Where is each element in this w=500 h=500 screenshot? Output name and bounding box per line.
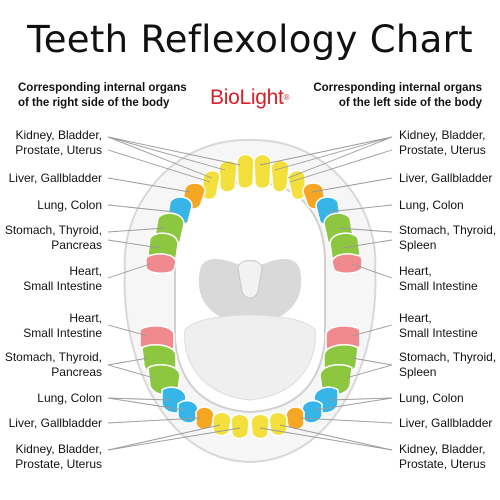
lower-teeth	[139, 325, 361, 440]
upper-teeth	[145, 153, 363, 274]
label-line: Kidney, Bladder,	[15, 128, 102, 142]
tooth-upper-incisor-r1	[236, 153, 255, 190]
label-line: Heart,	[69, 264, 102, 278]
label-line: Small Intestine	[399, 326, 478, 340]
label-line: Kidney, Bladder,	[399, 128, 486, 142]
header-right-side-line1: Corresponding internal organs	[18, 82, 187, 94]
label-line: Stomach, Thyroid,	[4, 223, 102, 237]
label-line: Prostate, Uterus	[399, 457, 486, 471]
tooth-lower-canine-r	[195, 406, 215, 431]
leader-lines	[107, 136, 393, 451]
label-right-upper-heart: Heart, Small Intestine	[23, 264, 102, 294]
label-line: Stomach, Thyroid,	[4, 350, 102, 364]
label-left-lower-liver: Liver, Gallbladder	[399, 416, 492, 431]
header-right-side: Corresponding internal organs of the rig…	[18, 81, 187, 111]
label-right-upper-stomach: Stomach, Thyroid, Pancreas	[5, 223, 102, 253]
label-left-lower-heart: Heart, Small Intestine	[399, 311, 478, 341]
label-left-upper-stomach: Stomach, Thyroid, Spleen	[399, 223, 496, 253]
tooth-lower-incisor-r1	[230, 413, 250, 440]
label-left-lower-kidney: Kidney, Bladder, Prostate, Uterus	[399, 442, 486, 472]
label-line: Small Intestine	[23, 279, 102, 293]
brand-registered-mark: ®	[283, 93, 290, 102]
label-line: Lung, Colon	[37, 198, 102, 212]
label-line: Heart,	[69, 311, 102, 325]
label-left-upper-liver: Liver, Gallbladder	[399, 171, 492, 186]
label-left-upper-kidney: Kidney, Bladder, Prostate, Uterus	[399, 128, 486, 158]
label-line: Liver, Gallbladder	[399, 416, 493, 430]
label-left-upper-heart: Heart, Small Intestine	[399, 264, 478, 294]
label-right-lower-heart: Heart, Small Intestine	[23, 311, 102, 341]
tooth-lower-incisor-r2	[212, 411, 232, 437]
label-left-lower-lung: Lung, Colon	[399, 391, 464, 406]
brand-name: BioLight	[210, 86, 284, 109]
label-line: Small Intestine	[23, 326, 102, 340]
label-line: Lung, Colon	[399, 391, 464, 405]
label-line: Pancreas	[51, 365, 102, 379]
label-left-lower-stomach: Stomach, Thyroid, Spleen	[399, 350, 496, 380]
tongue	[184, 314, 316, 401]
tooth-lower-canine-l	[285, 406, 305, 431]
label-line: Prostate, Uterus	[399, 143, 486, 157]
tooth-lower-incisor-l2	[268, 411, 288, 437]
tooth-upper-molar-l3	[331, 253, 363, 274]
label-left-upper-lung: Lung, Colon	[399, 198, 464, 213]
label-line: Small Intestine	[399, 279, 478, 293]
label-right-lower-stomach: Stomach, Thyroid, Pancreas	[5, 350, 102, 380]
label-right-lower-lung: Lung, Colon	[37, 391, 102, 406]
label-line: Pancreas	[51, 238, 102, 252]
label-line: Heart,	[399, 311, 432, 325]
label-line: Spleen	[399, 238, 437, 252]
header-left-side-line2: of the left side of the body	[338, 97, 482, 109]
label-right-lower-kidney: Kidney, Bladder, Prostate, Uterus	[15, 442, 102, 472]
tooth-lower-premolar-r1	[177, 399, 199, 424]
label-line: Prostate, Uterus	[15, 143, 102, 157]
label-right-upper-liver: Liver, Gallbladder	[9, 171, 102, 186]
header-left-side-line1: Corresponding internal organs	[313, 82, 482, 94]
chart-title: Teeth Reflexology Chart	[27, 18, 473, 61]
uvula	[237, 260, 263, 299]
label-line: Lung, Colon	[399, 198, 464, 212]
tooth-upper-incisor-r2	[218, 159, 238, 193]
tooth-upper-incisor-l2	[270, 159, 290, 193]
label-line: Spleen	[399, 365, 437, 379]
label-line: Kidney, Bladder,	[15, 442, 102, 456]
tooth-upper-incisor-l1	[253, 153, 272, 190]
tooth-upper-molar-r3	[145, 253, 177, 274]
label-line: Stomach, Thyroid,	[399, 350, 497, 364]
label-right-upper-kidney: Kidney, Bladder, Prostate, Uterus	[15, 128, 102, 158]
label-line: Liver, Gallbladder	[399, 171, 493, 185]
tooth-lower-premolar-l1	[301, 399, 323, 424]
tooth-lower-incisor-l1	[250, 413, 270, 440]
label-right-lower-liver: Liver, Gallbladder	[9, 416, 102, 431]
label-line: Kidney, Bladder,	[399, 442, 486, 456]
header-right-side-line2: of the right side of the body	[18, 97, 170, 109]
label-line: Stomach, Thyroid,	[399, 223, 497, 237]
label-right-upper-lung: Lung, Colon	[37, 198, 102, 213]
label-line: Lung, Colon	[37, 391, 102, 405]
header-left-side: Corresponding internal organs of the lef…	[313, 81, 482, 111]
label-line: Liver, Gallbladder	[8, 171, 102, 185]
biolight-logo: BioLight®	[210, 86, 289, 110]
label-line: Liver, Gallbladder	[8, 416, 102, 430]
label-line: Prostate, Uterus	[15, 457, 102, 471]
label-line: Heart,	[399, 264, 432, 278]
